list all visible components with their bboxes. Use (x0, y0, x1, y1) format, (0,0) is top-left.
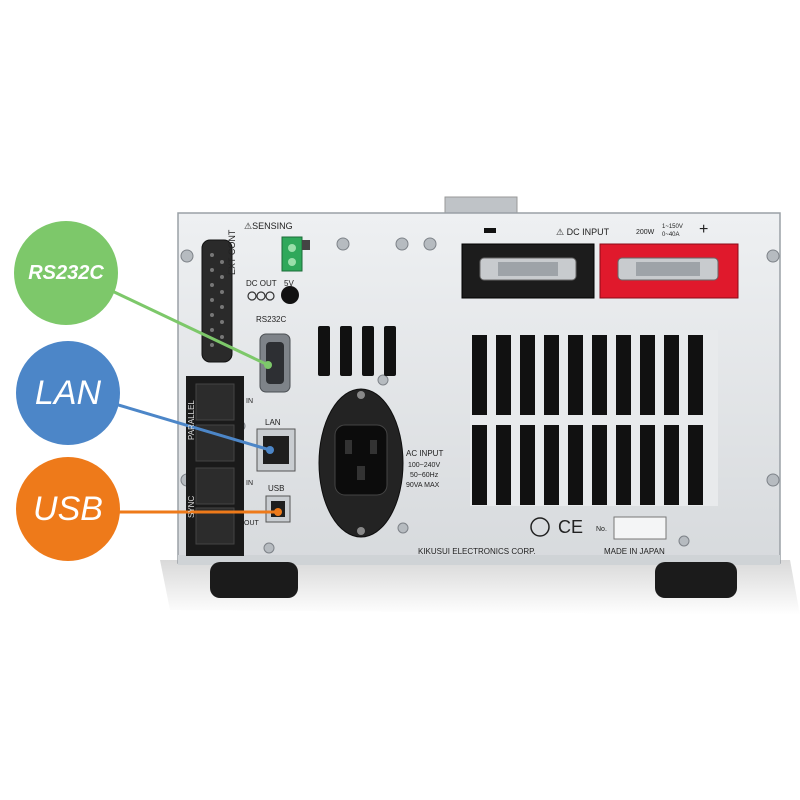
lan-callout-line (114, 402, 271, 452)
lan-callout-bubble: LAN (16, 341, 120, 445)
left-vent-slots (318, 326, 396, 376)
ac-inlet-socket (334, 424, 388, 496)
dc-input-rating-power: 200W (636, 229, 655, 236)
ext-cont-connector (201, 239, 233, 363)
ext-cont-pins (210, 253, 224, 347)
sensing-label: ⚠SENSING (244, 221, 293, 231)
sensing-terminal (281, 236, 303, 272)
floor-shadow (160, 560, 800, 615)
usb-callout-bubble: USB (16, 457, 120, 561)
vent-grid-slots (472, 335, 703, 505)
parallel-in-connector (195, 383, 235, 421)
made-in-label: MADE IN JAPAN (604, 547, 665, 556)
dc-out-voltage: 5V (284, 279, 294, 288)
usb-port-label: USB (268, 484, 285, 493)
rs232c-callout-bubble: RS232C (14, 221, 118, 325)
negative-symbol (484, 228, 496, 233)
rs232c-callout-label: RS232C (28, 261, 104, 284)
polarity-positive-symbol: + (699, 221, 709, 238)
left-foot (210, 562, 298, 598)
sync-out-connector (195, 507, 235, 545)
ac-input-power: 90VA MAX (406, 482, 440, 489)
ac-input-voltage: 100~240V (408, 462, 441, 469)
usb-callout-label: USB (33, 489, 103, 528)
rs232c-port-label: RS232C (256, 315, 287, 324)
sync-in-connector (195, 467, 235, 505)
rs232c-callout-line (109, 288, 269, 367)
sync-in-label: IN (246, 480, 253, 487)
ac-input-label: AC INPUT (406, 449, 444, 458)
dc-out-jacks (247, 291, 275, 301)
ext-cont-label: EXT CONT (227, 229, 237, 275)
dc-input-rating-voltage: 1~150V (662, 224, 683, 230)
pse-mark (530, 517, 550, 537)
dc-input-label: ⚠ DC INPUT (556, 227, 610, 237)
manufacturer-label: KIKUSUI ELECTRONICS CORP. (418, 547, 536, 556)
sync-out-label: OUT (244, 520, 259, 527)
ac-input-freq: 50~60Hz (410, 472, 439, 479)
serial-number-box (613, 516, 667, 540)
panel-bottom-edge (178, 555, 780, 565)
dc-out-5v-jack (281, 286, 299, 304)
serial-label: No. (596, 526, 607, 533)
ce-mark: CE (558, 517, 584, 537)
parallel-in-label: IN (246, 398, 253, 405)
lan-callout-label: LAN (34, 373, 102, 412)
lan-port-label: LAN (265, 418, 281, 427)
dc-out-label: DC OUT (246, 279, 277, 288)
parallel-label: PARALLEL (187, 400, 196, 440)
dc-input-rating-current: 0~40A (662, 232, 680, 238)
right-foot (655, 562, 737, 598)
sync-label: SYNC (187, 495, 196, 518)
